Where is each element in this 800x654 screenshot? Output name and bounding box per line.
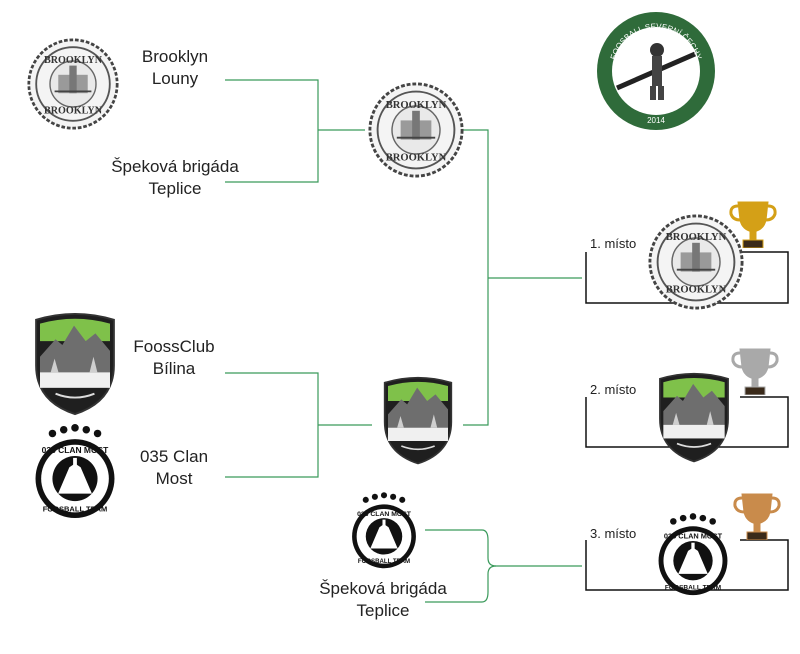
result-box-2 xyxy=(585,396,789,448)
team-name: Brooklyn xyxy=(141,47,209,66)
third-place-logo: 035 CLAN MOST FOOSBALL TEAM xyxy=(652,512,734,598)
result-box-1 xyxy=(585,251,789,304)
svg-text:FOOSBALL TEAM: FOOSBALL TEAM xyxy=(665,584,722,591)
league-year: 2014 xyxy=(647,116,665,125)
team-foossclub: FoossClub Bílina xyxy=(124,336,224,380)
foossclub-logo xyxy=(30,312,120,417)
bracket-line xyxy=(225,79,319,183)
first-place-logo: BROOKLYN BROOKLYN xyxy=(648,214,744,310)
team-name: Špeková brigáda xyxy=(111,157,239,176)
team-name: Špeková brigáda xyxy=(319,579,447,598)
third-place-spekova-brigada: Špeková brigáda Teplice xyxy=(298,578,468,622)
silver-trophy-icon xyxy=(730,345,780,397)
team-035-clan: 035 Clan Most xyxy=(124,446,224,490)
second-place-logo xyxy=(650,372,738,464)
bracket-line xyxy=(225,372,319,478)
team-city: Most xyxy=(155,469,193,488)
svg-text:035 CLAN MOST: 035 CLAN MOST xyxy=(357,511,412,518)
svg-text:BROOKLYN: BROOKLYN xyxy=(386,100,447,111)
svg-text:BROOKLYN: BROOKLYN xyxy=(666,232,727,243)
bracket-line xyxy=(425,565,497,603)
clan-most-logo: 035 CLAN MOST FOOSBALL TEAM xyxy=(28,422,122,522)
team-brooklyn: Brooklyn Louny xyxy=(120,46,230,90)
team-city: Bílina xyxy=(152,359,196,378)
svg-text:FOOSBALL TEAM: FOOSBALL TEAM xyxy=(43,504,108,513)
svg-text:BROOKLYN: BROOKLYN xyxy=(666,285,727,296)
bracket-line xyxy=(463,129,489,426)
bracket-line xyxy=(425,529,582,567)
team-city: Teplice xyxy=(356,601,410,620)
svg-text:BROOKLYN: BROOKLYN xyxy=(44,55,103,66)
place-1-label: 1. místo xyxy=(590,236,637,251)
gold-trophy-icon xyxy=(728,198,778,250)
team-city: Teplice xyxy=(148,179,202,198)
team-name: 035 Clan xyxy=(139,447,209,466)
svg-text:BROOKLYN: BROOKLYN xyxy=(44,105,103,116)
team-name: FoossClub xyxy=(133,337,215,356)
team-spekova-brigada: Špeková brigáda Teplice xyxy=(100,156,250,200)
result-box-3 xyxy=(585,539,789,591)
place-2-label: 2. místo xyxy=(590,382,637,397)
third-place-clan-logo: 035 CLAN MOST FOOSBALL TEAM xyxy=(346,490,422,572)
bronze-trophy-icon xyxy=(732,490,782,542)
svg-text:035 CLAN MOST: 035 CLAN MOST xyxy=(42,445,110,455)
league-logo: FOOSBALL SEVERNÍ ČECHY 2014 xyxy=(595,10,717,132)
semifinal-1-winner-logo: BROOKLYN BROOKLYN xyxy=(368,82,464,178)
team-city: Louny xyxy=(151,69,199,88)
place-3-label: 3. místo xyxy=(590,526,637,541)
svg-text:035 CLAN MOST: 035 CLAN MOST xyxy=(664,532,723,541)
svg-text:FOOSBALL TEAM: FOOSBALL TEAM xyxy=(358,558,410,565)
svg-text:BROOKLYN: BROOKLYN xyxy=(386,153,447,164)
brooklyn-logo: BROOKLYN BROOKLYN xyxy=(27,38,119,130)
semifinal-2-winner-logo xyxy=(374,376,462,466)
